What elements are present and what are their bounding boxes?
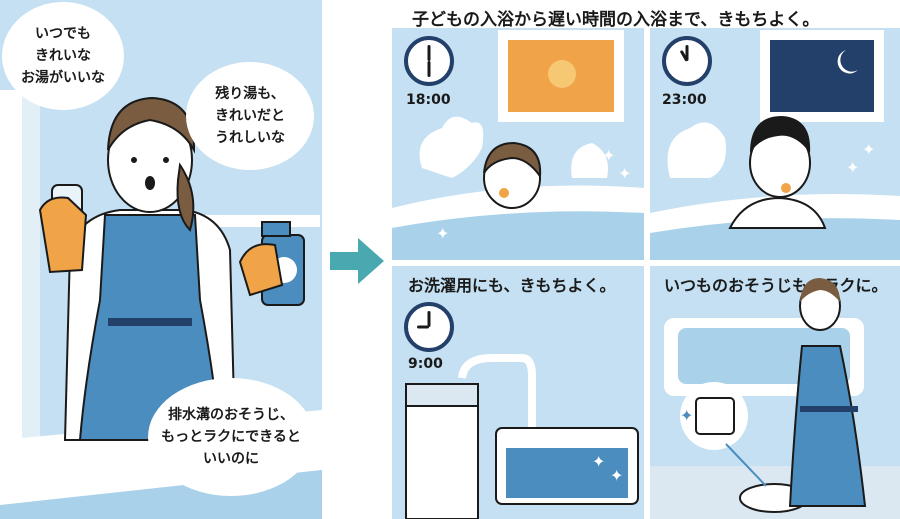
sparkle-icon: ✦ bbox=[592, 452, 606, 471]
panel-heading: お洗濯用にも、きもちよく。 bbox=[408, 276, 616, 295]
arrow-right-icon bbox=[330, 238, 384, 284]
clock-icon bbox=[404, 302, 454, 352]
speech-bubble-drain-cleaning: 排水溝のおそうじ、 もっとラクにできると いいのに bbox=[148, 378, 314, 496]
cleaning-illustration bbox=[650, 278, 900, 519]
time-label: 23:00 bbox=[662, 92, 707, 108]
page-headline: 子どもの入浴から遅い時間の入浴まで、きもちよく。 bbox=[412, 10, 820, 30]
clock-icon bbox=[662, 36, 712, 86]
panel-late-bath: 23:00 ✦ ✦ bbox=[650, 28, 900, 260]
sparkle-icon: ✦ bbox=[680, 406, 694, 425]
time-label: 18:00 bbox=[406, 92, 451, 108]
time-label: 9:00 bbox=[408, 356, 443, 372]
panel-laundry: お洗濯用にも、きもちよく。 9:00 ✦ ✦ bbox=[392, 266, 644, 519]
speech-bubble-clean-water: いつでも きれいな お湯がいいな bbox=[2, 2, 124, 110]
panel-cleaning: いつものおそうじも、ラクに。 ✦ bbox=[650, 266, 900, 519]
sparkle-icon: ✦ bbox=[436, 224, 450, 243]
sparkle-icon: ✦ bbox=[602, 146, 616, 165]
late-bath-illustration bbox=[650, 30, 900, 260]
clock-icon bbox=[404, 36, 454, 86]
speech-bubble-leftover-water: 残り湯も、 きれいだと うれしいな bbox=[186, 62, 314, 170]
child-bath-illustration bbox=[392, 30, 644, 260]
sparkle-icon: ✦ bbox=[846, 158, 860, 177]
sparkle-icon: ✦ bbox=[862, 140, 876, 159]
laundry-illustration bbox=[405, 354, 639, 519]
left-scene-panel: いつでも きれいな お湯がいいな 残り湯も、 きれいだと うれしいな 排水溝のお… bbox=[0, 0, 322, 519]
sparkle-icon: ✦ bbox=[610, 466, 624, 485]
sparkle-icon: ✦ bbox=[618, 164, 632, 183]
panel-child-bath: 18:00 ✦ ✦ ✦ bbox=[392, 28, 644, 260]
